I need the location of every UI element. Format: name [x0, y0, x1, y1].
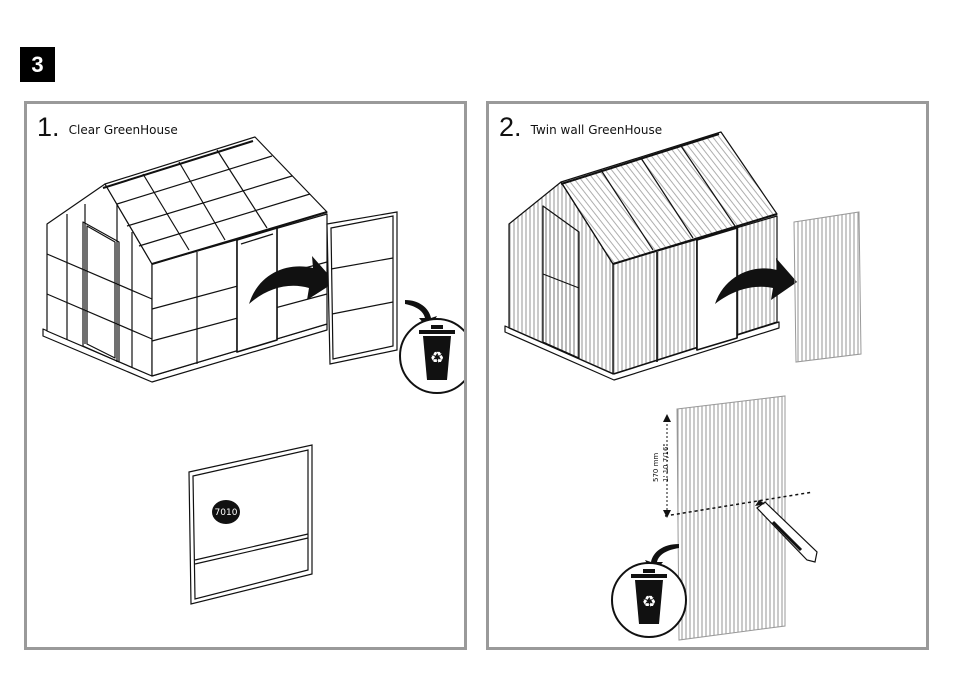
dimension-imperial: 1' 10 7/16"	[662, 443, 670, 482]
panel-clear-greenhouse: 1. Clear GreenHouse	[24, 101, 467, 650]
panel-title: Twin wall GreenHouse	[530, 123, 663, 137]
panel-header: 1. Clear GreenHouse	[37, 112, 178, 143]
recycle-bin-icon: ♻	[611, 562, 687, 638]
panel-header: 2. Twin wall GreenHouse	[499, 112, 662, 143]
panel-number: 1.	[37, 112, 60, 142]
replacement-panel	[188, 444, 313, 605]
part-number-badge: 7010	[212, 500, 240, 524]
twin-wall-sheet	[676, 395, 786, 641]
cut-line	[664, 491, 814, 517]
recycle-bin-icon: ♻	[399, 318, 464, 394]
clear-greenhouse-illustration: ♻ 7010	[42, 136, 464, 605]
svg-text:♻: ♻	[430, 348, 444, 367]
panel-number: 2.	[499, 112, 522, 142]
curved-arrow-icon	[249, 256, 335, 304]
removed-panel	[326, 211, 398, 365]
step-number-badge: 3	[20, 47, 55, 82]
svg-text:♻: ♻	[642, 592, 656, 611]
curved-arrow-icon	[715, 258, 797, 304]
dimension-metric: 570 mm	[652, 453, 660, 482]
cut-dimension: 570 mm 1' 10 7/16"	[652, 414, 671, 518]
panel-twin-wall-greenhouse: 2. Twin wall GreenHouse	[486, 101, 929, 650]
part-number-label: 7010	[215, 508, 238, 518]
utility-knife-icon	[755, 500, 818, 563]
twin-wall-greenhouse-illustration: 570 mm 1' 10 7/16" ♻	[504, 131, 862, 641]
removed-panel	[793, 211, 862, 363]
panel-title: Clear GreenHouse	[68, 123, 178, 137]
